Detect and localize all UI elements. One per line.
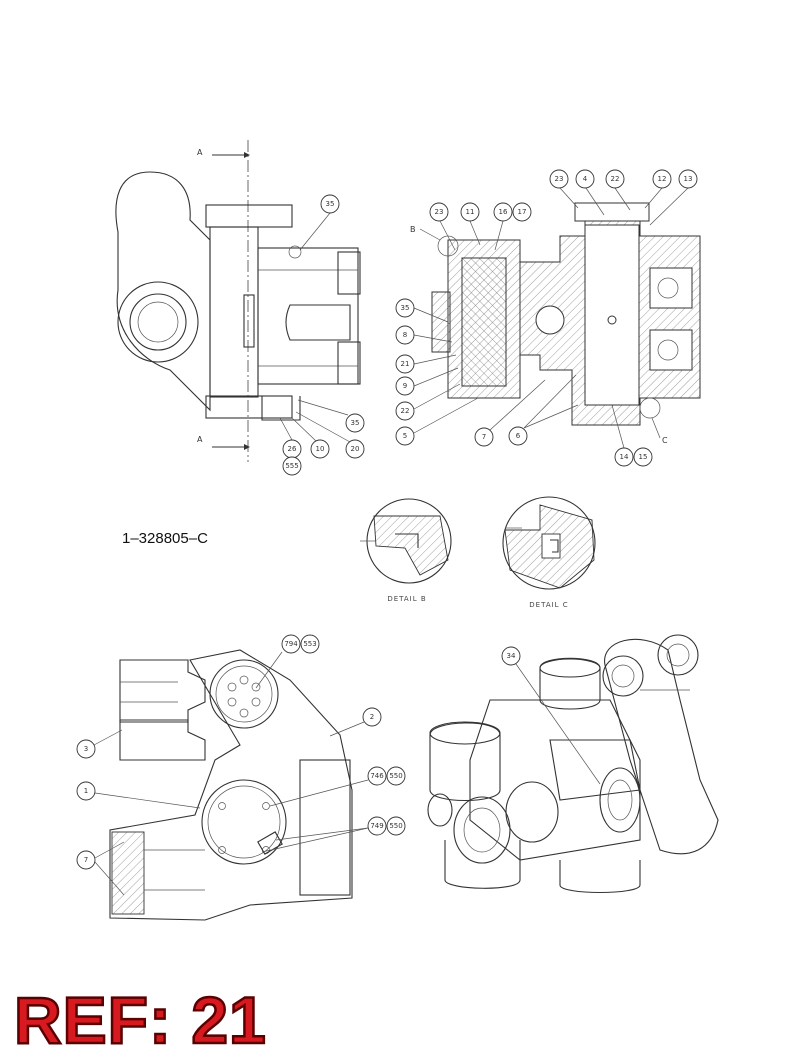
callout-balloon <box>76 781 96 801</box>
section-label-a-bottom: A <box>197 435 203 444</box>
callout-balloon <box>395 426 415 446</box>
callout-number: 20 <box>351 445 360 453</box>
callout-balloon <box>508 426 528 446</box>
callout-number: 10 <box>316 445 325 453</box>
callout-number: 22 <box>611 175 620 183</box>
callout-number: 35 <box>326 200 335 208</box>
callout-balloon <box>395 354 415 374</box>
callout-number: 8 <box>403 331 407 339</box>
detail-marker-c: C <box>662 436 668 445</box>
callout-balloon <box>281 634 301 654</box>
callout-number: 9 <box>403 382 407 390</box>
callout-number: 12 <box>658 175 667 183</box>
callout-balloon <box>512 202 532 222</box>
callout-number: 555 <box>285 462 298 470</box>
callout-balloon <box>501 646 521 666</box>
callout-balloon <box>614 447 634 467</box>
callout-number: 16 <box>499 208 508 216</box>
detail-b-label: DETAIL B <box>387 595 426 603</box>
callout-number: 7 <box>84 856 88 864</box>
callout-balloon <box>395 376 415 396</box>
callout-number: 7 <box>482 433 486 441</box>
detail-marker-b: B <box>410 225 416 234</box>
callout-number: 553 <box>303 640 316 648</box>
section-view-callouts: 23 4 22 12 13 23 11 16 17 35 8 <box>395 169 698 467</box>
callout-balloon <box>300 634 320 654</box>
callout-balloon <box>575 169 595 189</box>
callout-number: 6 <box>516 432 521 440</box>
callout-balloon <box>549 169 569 189</box>
callout-number: 4 <box>583 175 588 183</box>
callout-balloon <box>310 439 330 459</box>
callout-number: 35 <box>401 304 410 312</box>
callout-number: 11 <box>466 208 475 216</box>
callout-balloon <box>493 202 513 222</box>
callout-balloon <box>395 325 415 345</box>
callout-number: 17 <box>518 208 527 216</box>
callout-number: 34 <box>507 652 516 660</box>
callout-number: 1 <box>84 787 88 795</box>
callout-balloon <box>76 739 96 759</box>
callout-number: 13 <box>684 175 693 183</box>
plan-view <box>109 649 353 921</box>
callout-number: 746 <box>370 772 384 780</box>
part-number: 1–328805–C <box>122 530 208 547</box>
callout-balloon <box>367 816 387 836</box>
section-view: B C <box>410 202 701 445</box>
callout-number: 14 <box>620 453 629 461</box>
section-label-a-top: A <box>197 148 203 157</box>
callout-balloon <box>633 447 653 467</box>
callout-balloon <box>282 456 302 476</box>
callout-number: 23 <box>555 175 564 183</box>
callout-number: 23 <box>435 208 444 216</box>
isometric-view <box>427 634 719 894</box>
callout-number: 26 <box>288 445 297 453</box>
ref-label: REF: 21 <box>13 982 267 1053</box>
callout-balloon <box>474 427 494 447</box>
callout-number: 35 <box>351 419 360 427</box>
callout-number: 5 <box>403 432 407 440</box>
callout-number: 550 <box>389 822 402 830</box>
callout-balloon <box>395 401 415 421</box>
side-view: A A <box>115 140 361 462</box>
callout-balloon <box>362 707 382 727</box>
callout-balloon <box>395 298 415 318</box>
callout-balloon <box>386 816 406 836</box>
callout-number: 749 <box>370 822 383 830</box>
callout-balloon <box>367 766 387 786</box>
callout-balloon <box>460 202 480 222</box>
callout-balloon <box>320 194 340 214</box>
isometric-view-callouts: 34 <box>501 646 601 785</box>
plan-view-callouts: 794 553 2 3 746 550 1 749 550 7 <box>76 634 406 896</box>
callout-balloon <box>678 169 698 189</box>
callout-balloon <box>345 413 365 433</box>
detail-b: DETAIL B <box>360 498 452 603</box>
detail-c-label: DETAIL C <box>529 601 568 609</box>
callout-number: 22 <box>401 407 410 415</box>
callout-balloon <box>345 439 365 459</box>
callout-number: 3 <box>84 745 88 753</box>
callout-balloon <box>652 169 672 189</box>
callout-number: 21 <box>401 360 410 368</box>
callout-balloon <box>76 850 96 870</box>
side-view-callouts: 35 35 26 555 10 20 <box>279 194 365 476</box>
callout-balloon <box>386 766 406 786</box>
callout-number: 2 <box>370 713 374 721</box>
callout-number: 15 <box>639 453 648 461</box>
detail-c: DETAIL C <box>502 496 596 609</box>
callout-balloon <box>605 169 625 189</box>
callout-number: 550 <box>389 772 402 780</box>
callout-balloon <box>429 202 449 222</box>
callout-number: 794 <box>284 640 298 648</box>
